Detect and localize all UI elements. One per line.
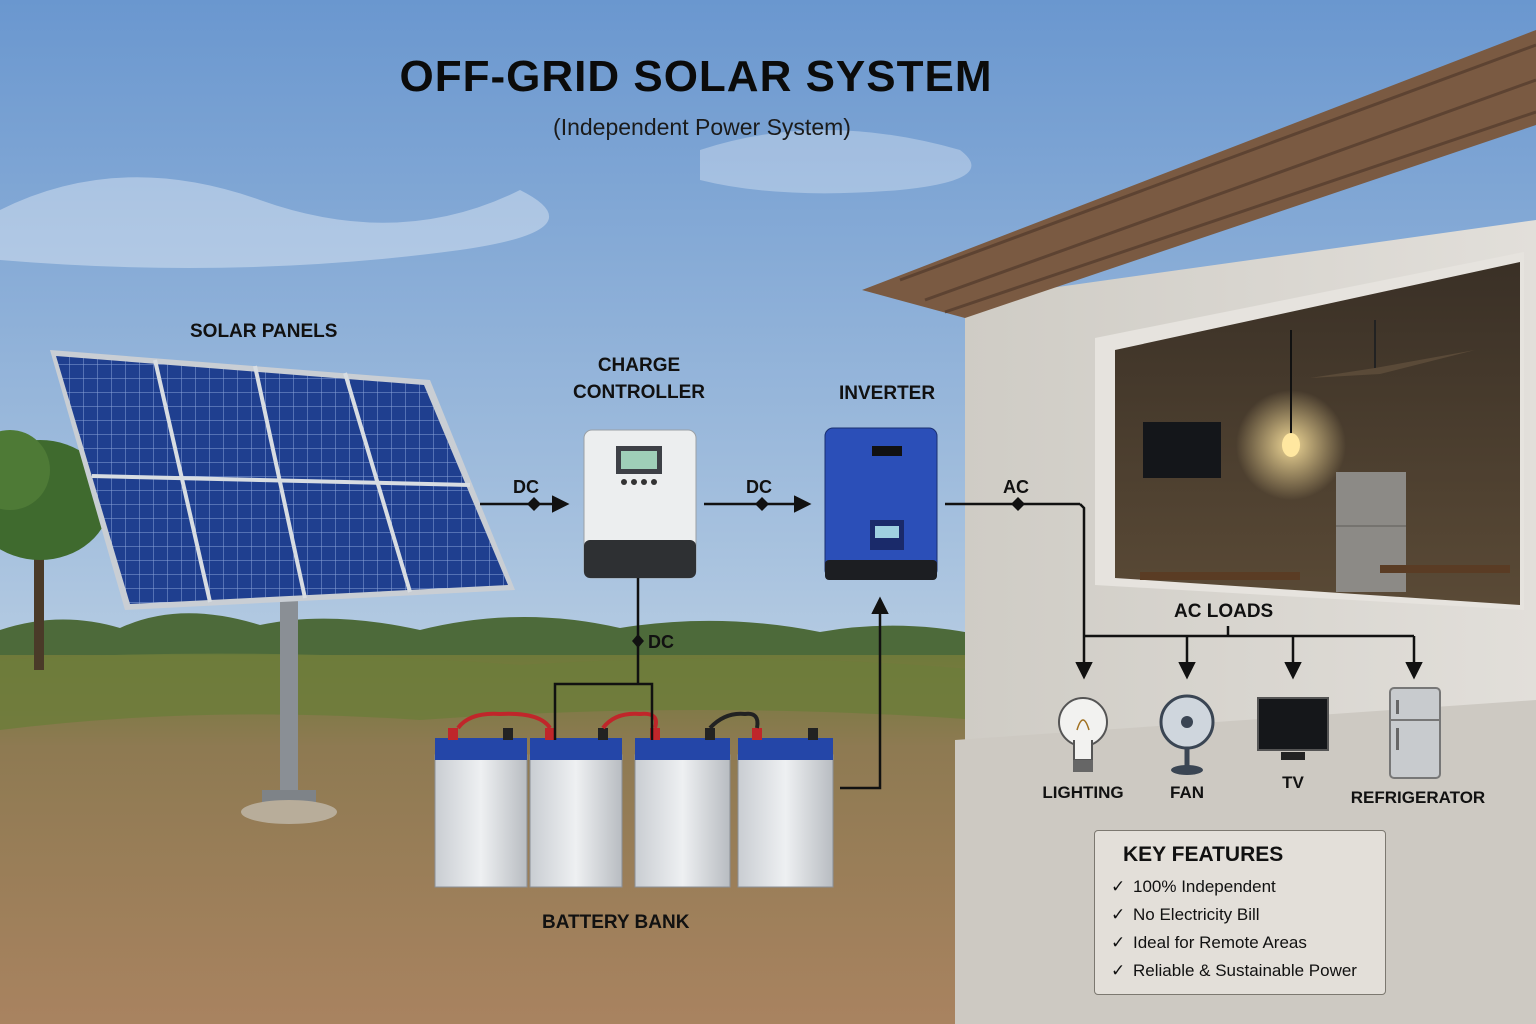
flow-label-dc-panels: DC (513, 477, 539, 497)
key-features-list: ✓100% Independent ✓No Electricity Bill ✓… (1111, 873, 1385, 985)
load-label-fan: FAN (1170, 783, 1204, 802)
charge-controller-label-line2: CONTROLLER (573, 382, 705, 403)
check-icon: ✓ (1111, 905, 1126, 924)
charge-controller-label-line1: CHARGE (597, 355, 681, 376)
tree (0, 430, 110, 670)
ac-loads-label: AC LOADS (1174, 601, 1274, 622)
solar-panel-array (50, 350, 515, 610)
flow-label-dc-inverter: DC (746, 477, 772, 497)
solar-panels-label: SOLAR PANELS (190, 321, 338, 342)
panel-mount (241, 600, 337, 824)
load-label-refrigerator: REFRIGERATOR (1350, 788, 1486, 807)
charge-controller (583, 429, 697, 579)
key-feature-item: ✓100% Independent (1111, 873, 1385, 901)
battery-bank (434, 711, 834, 888)
key-features-panel: KEY FEATURES ✓100% Independent ✓No Elect… (1094, 830, 1386, 995)
page-title: OFF-GRID SOLAR SYSTEM (399, 52, 993, 101)
check-icon: ✓ (1111, 933, 1126, 952)
check-icon: ✓ (1111, 877, 1126, 896)
light-bulb-icon (1058, 697, 1108, 772)
flow-diamonds (527, 497, 1025, 648)
flow-label-dc-battery: DC (648, 632, 674, 652)
load-label-tv: TV (1282, 773, 1304, 792)
inverter-label: INVERTER (839, 383, 936, 404)
fan-icon (1159, 694, 1215, 775)
key-features-heading: KEY FEATURES (1123, 843, 1284, 866)
load-label-lighting: LIGHTING (1042, 783, 1124, 802)
key-feature-item: ✓No Electricity Bill (1111, 901, 1385, 929)
grass (0, 653, 980, 730)
cloud (0, 177, 550, 268)
inverter (824, 427, 938, 580)
tv-icon (1257, 697, 1329, 760)
cloud (700, 130, 972, 194)
flow-label-ac: AC (1003, 477, 1029, 497)
key-feature-item: ✓Ideal for Remote Areas (1111, 929, 1385, 957)
check-icon: ✓ (1111, 961, 1126, 980)
page-subtitle: (Independent Power System) (553, 114, 851, 140)
refrigerator-icon (1389, 687, 1441, 779)
battery-bank-label: BATTERY BANK (542, 912, 690, 933)
key-feature-item: ✓Reliable & Sustainable Power (1111, 957, 1385, 985)
